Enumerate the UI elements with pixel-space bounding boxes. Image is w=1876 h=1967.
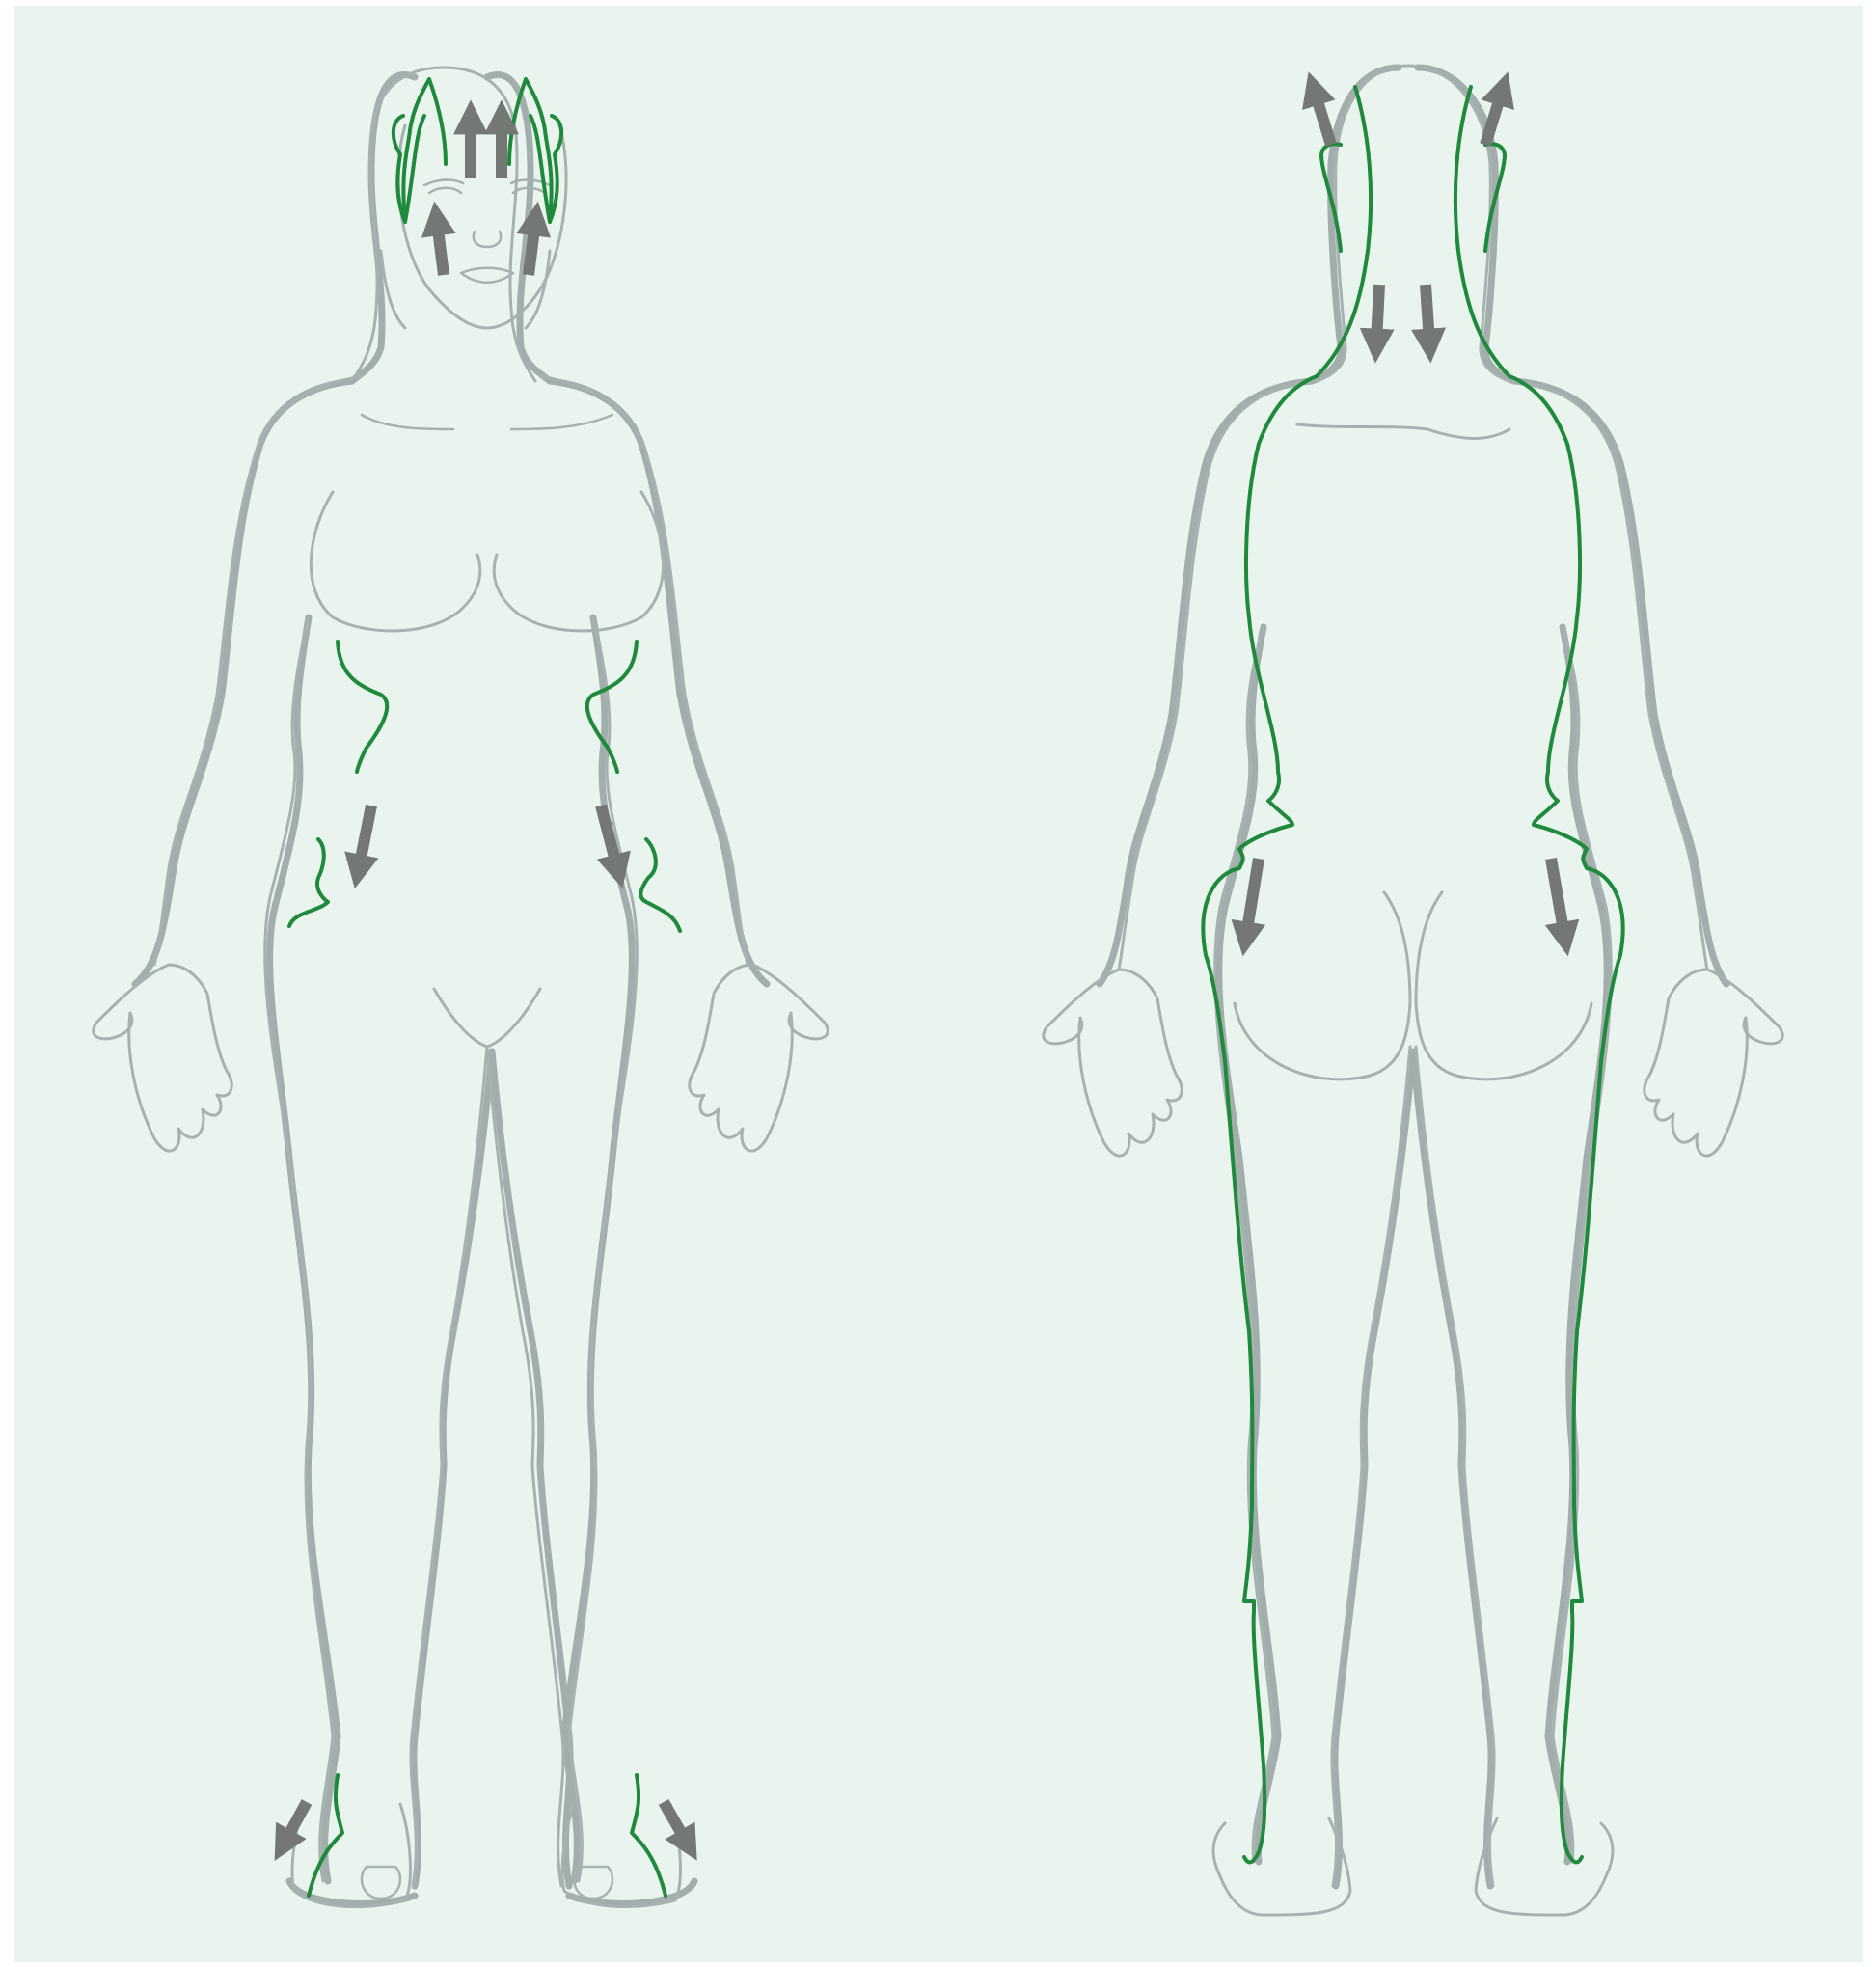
front-outline-shadow	[135, 75, 767, 1904]
front-head-meridian-left	[403, 79, 446, 222]
direction-arrow-icon	[437, 222, 444, 275]
direction-arrow-icon	[1426, 285, 1429, 342]
front-mouth	[461, 268, 513, 283]
back-body-figure	[1044, 66, 1782, 1915]
direction-arrow-icon	[359, 806, 371, 868]
direction-arrow-icon	[1315, 92, 1331, 145]
front-nose	[474, 232, 501, 247]
back-outline-shadow	[1100, 68, 1726, 1886]
back-meridian-lines	[1203, 87, 1622, 1862]
direction-arrow-icon	[664, 1802, 687, 1843]
direction-arrow-icon	[601, 806, 617, 868]
back-right-hand	[1645, 970, 1782, 1156]
back-right-foot	[1476, 1818, 1613, 1915]
back-left-foot	[1213, 1818, 1350, 1915]
back-direction-arrows	[1246, 92, 1564, 936]
front-waist-meridian-left	[338, 642, 387, 772]
front-right-hand	[690, 965, 828, 1151]
front-hip-meridian-left	[289, 839, 328, 926]
front-foot-meridian-right	[632, 1775, 666, 1896]
front-waist-meridian-right	[587, 642, 637, 772]
direction-arrow-icon	[1485, 92, 1502, 145]
back-outline	[1044, 66, 1782, 1915]
back-left-hand	[1044, 970, 1182, 1156]
front-hip-meridian-right	[640, 839, 680, 931]
direction-arrow-icon	[1246, 859, 1259, 936]
direction-arrow-icon	[1551, 859, 1564, 936]
direction-arrow-icon	[529, 222, 535, 275]
front-outline	[94, 68, 828, 1907]
direction-arrow-icon	[1376, 285, 1379, 342]
front-body-figure	[94, 68, 828, 1907]
front-meridian-lines	[289, 79, 680, 1896]
front-left-hand	[94, 965, 231, 1151]
front-chest-outline	[311, 492, 663, 631]
